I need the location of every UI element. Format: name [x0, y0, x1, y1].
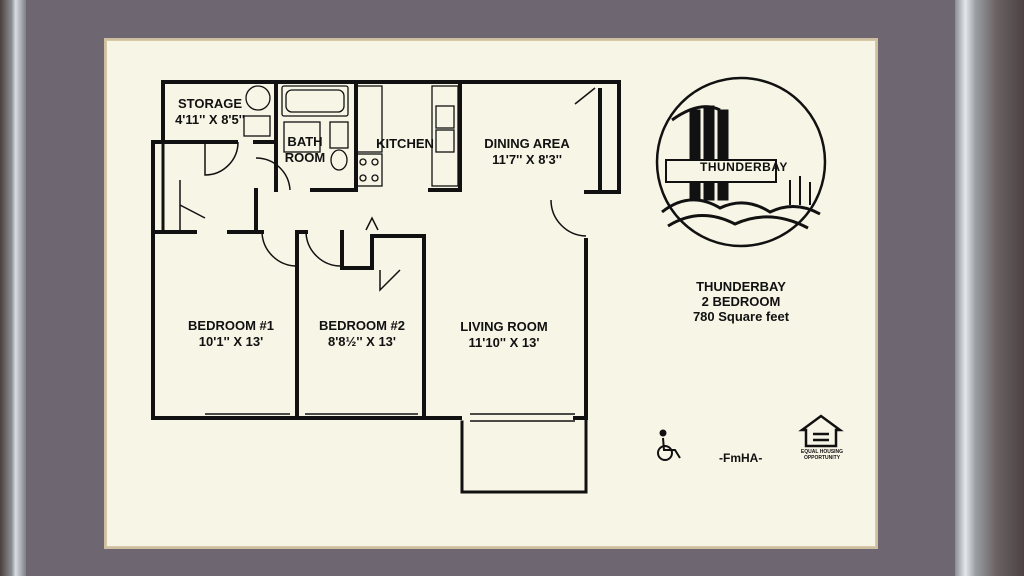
info-line3: 780 Square feet: [692, 309, 790, 324]
info-line1: THUNDERBAY: [696, 279, 786, 294]
dining-label: DINING AREA 11'7'' X 8'3'': [484, 136, 569, 168]
frame-edge-left: [0, 0, 26, 576]
door-swing-closet: [179, 180, 206, 230]
bath-label: BATH ROOM: [285, 134, 325, 166]
bedroom2-name: BEDROOM #2: [319, 318, 405, 333]
door-swing-storage: [204, 141, 239, 176]
patio-outline: [460, 416, 588, 494]
bedroom2-dimensions: 8'8½'' X 13': [327, 334, 397, 349]
info-line2: 2 BEDROOM: [701, 294, 781, 309]
plan-info: THUNDERBAY 2 BEDROOM 780 Square feet: [693, 279, 789, 324]
door-swing-dining: [574, 87, 596, 105]
eho-line2: OPPORTUNITY: [803, 455, 841, 461]
bath-name-line2: ROOM: [284, 150, 326, 165]
bathtub: [281, 85, 349, 117]
kitchen-sink: [435, 105, 455, 129]
stove: [355, 153, 383, 187]
door-swing-bedroom1: [261, 231, 298, 267]
living-label: LIVING ROOM 11'10'' X 13': [460, 319, 547, 351]
door-swing-bath: [255, 157, 291, 191]
floor-plan-sheet: [106, 40, 876, 547]
logo-text: THUNDERBAY: [700, 160, 788, 174]
vanity: [283, 121, 321, 153]
storage-name: STORAGE: [177, 96, 243, 111]
frame-edge-right: [955, 0, 1024, 576]
thunderbay-logo: [655, 76, 827, 248]
wheelchair-icon: [657, 429, 681, 461]
storage-dimensions: 4'11'' X 8'5'': [175, 112, 245, 127]
equal-housing-icon: [798, 414, 844, 448]
closet-wall: [161, 140, 197, 234]
dining-name: DINING AREA: [484, 136, 570, 151]
bedroom1-label: BEDROOM #1 10'1'' X 13': [188, 318, 274, 350]
dining-dimensions: 11'7'' X 8'3'': [492, 152, 562, 167]
door-swing-bedroom2: [305, 231, 342, 267]
bedroom2-label: BEDROOM #2 8'8½'' X 13': [319, 318, 405, 350]
bedroom1-name: BEDROOM #1: [188, 318, 274, 333]
equal-housing-text: EQUAL HOUSING OPPORTUNITY: [797, 449, 847, 461]
bath-name-line1: BATH: [287, 134, 323, 149]
eho-line1: EQUAL HOUSING: [800, 449, 844, 455]
dining-right-wall: [584, 88, 602, 194]
kitchen-counter-right: [431, 85, 459, 187]
outer-wall-left: [151, 80, 207, 420]
hall-wall: [254, 188, 264, 234]
kitchen-name: KITCHEN: [376, 136, 434, 151]
toilet: [329, 121, 349, 149]
living-dimensions: 11'10'' X 13': [468, 335, 540, 350]
kitchen-label: KITCHEN: [376, 136, 434, 152]
storage-label: STORAGE 4'11'' X 8'5'': [175, 96, 245, 128]
door-swing-living: [379, 269, 401, 292]
fmha-label: -FmHA-: [719, 451, 763, 465]
outer-wall-right: [573, 238, 588, 420]
kitchen-wall: [354, 80, 462, 192]
water-heater: [245, 85, 271, 111]
kitchen-counter-left: [355, 85, 383, 153]
bedroom1-dimensions: 10'1'' X 13': [198, 334, 264, 349]
outer-wall-top: [161, 80, 621, 194]
entry-door-swing: [550, 199, 587, 237]
living-name: LIVING ROOM: [460, 319, 548, 334]
